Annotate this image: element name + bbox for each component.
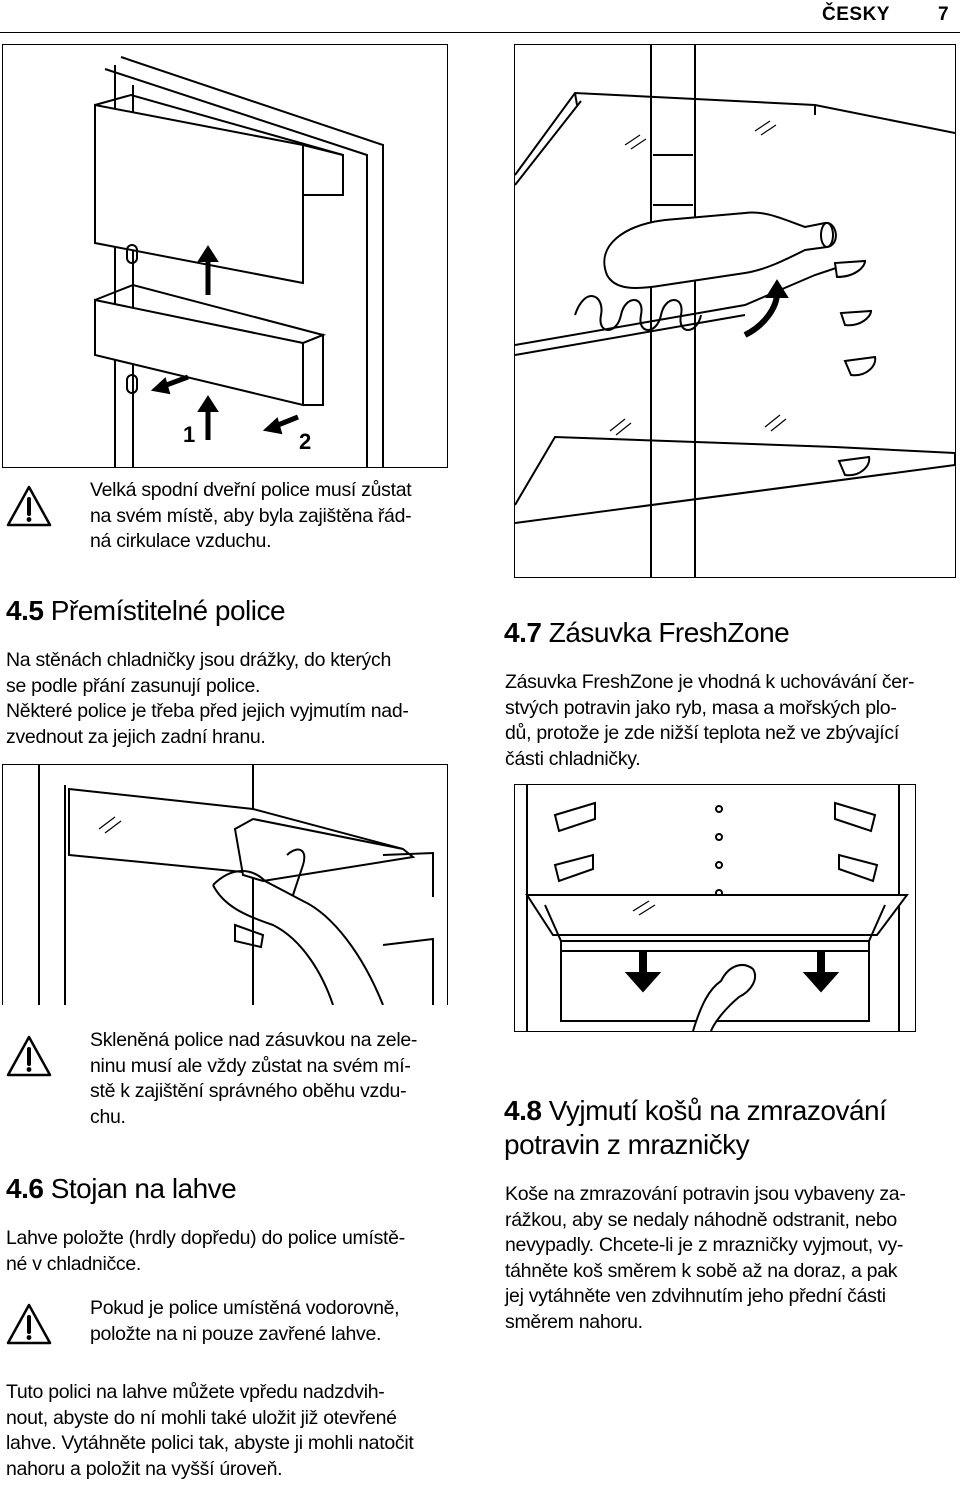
- section-number: 4.7: [504, 617, 542, 648]
- section-title: Vyjmutí košů na zmrazování: [541, 1095, 887, 1126]
- warning-door-shelf-text: Velká spodní dveřní police musí zůstat n…: [90, 478, 460, 555]
- warning-icon: [6, 1303, 52, 1345]
- figure-label-1: 1: [183, 422, 196, 447]
- text-line: Lahve položte (hrdly dopředu) do police …: [6, 1227, 405, 1249]
- text-line: chu.: [90, 1105, 126, 1128]
- door-shelf-figure: 1 2: [2, 44, 448, 468]
- text-line: Velká spodní dveřní police musí zůstat: [90, 479, 412, 501]
- text-line: jej vytáhněte ven zdvihnutím jeho přední…: [505, 1285, 886, 1307]
- text-line: nout, abyste do ní mohli také uložit již…: [6, 1406, 397, 1429]
- warning-icon: [6, 485, 52, 527]
- text-line: se podle přání zasunují police.: [6, 674, 261, 697]
- text-line: Skleněná police nad zásuvkou na zele-: [90, 1029, 418, 1051]
- section-number: 4.8: [504, 1095, 542, 1126]
- bottle-rack-figure: [514, 44, 956, 578]
- text-line: stě k zajištění správného oběhu vzdu-: [90, 1080, 407, 1102]
- text-line: rážkou, aby se nedaly náhodně odstranit,…: [505, 1208, 897, 1231]
- bottle-note: Tuto polici na lahve můžete vpředu nadzd…: [6, 1380, 466, 1482]
- freshzone-drawer-figure: [514, 784, 916, 1032]
- text-line: nahoru a položit na vyšší úroveň.: [6, 1457, 283, 1480]
- text-line: zvednout za jejich zadní hranu.: [6, 725, 266, 748]
- section-4-7-body: Zásuvka FreshZone je vhodná k uchovávání…: [505, 670, 957, 772]
- section-heading-4-7: 4.7 Zásuvka FreshZone: [504, 616, 790, 650]
- text-line: ninu musí ale vždy zůstat na svém mí-: [90, 1054, 411, 1077]
- header-divider: [0, 32, 960, 33]
- section-title: Stojan na lahve: [43, 1173, 237, 1204]
- page-number: 7: [938, 4, 949, 25]
- warning-icon: [6, 1035, 52, 1077]
- text-line: dů, protože je zde nižší teplota než ve …: [505, 722, 899, 744]
- section-heading-4-5: 4.5 Přemístitelné police: [6, 594, 286, 628]
- section-heading-4-6: 4.6 Stojan na lahve: [6, 1172, 237, 1206]
- text-line: né v chladničce.: [6, 1252, 142, 1275]
- text-line: položte na ni pouze zavřené lahve.: [90, 1322, 382, 1345]
- section-title: Zásuvka FreshZone: [541, 617, 790, 648]
- text-line: ná cirkulace vzduchu.: [90, 530, 272, 552]
- text-line: lahve. Vytáhněte polici tak, abyste ji m…: [6, 1432, 414, 1454]
- text-line: Na stěnách chladničky jsou drážky, do kt…: [6, 649, 391, 671]
- section-title: Přemístitelné police: [43, 595, 286, 626]
- text-line: na svém místě, aby byla zajištěna řád-: [90, 504, 412, 527]
- section-number: 4.6: [6, 1173, 44, 1204]
- text-line: Pokud je police umístěná vodorovně,: [90, 1297, 400, 1319]
- text-line: nevypadly. Chcete-li je z mrazničky vyjm…: [505, 1234, 904, 1256]
- text-line: Některé police je třeba před jejich vyjm…: [6, 700, 409, 722]
- section-4-6-body: Lahve položte (hrdly dopředu) do police …: [6, 1226, 456, 1277]
- glass-shelf-figure: [2, 764, 448, 1005]
- warning-bottle-text: Pokud je police umístěná vodorovně, polo…: [90, 1296, 460, 1347]
- heading-line: potravin z mrazničky: [504, 1129, 750, 1160]
- text-line: Koše na zmrazování potravin jsou vybaven…: [505, 1183, 906, 1205]
- text-line: Zásuvka FreshZone je vhodná k uchovávání…: [505, 671, 915, 693]
- text-line: stvých potravin jako ryb, masa a mořskýc…: [505, 696, 897, 719]
- figure-label-2: 2: [299, 429, 312, 454]
- warning-glass-shelf-text: Skleněná police nad zásuvkou na zele- ni…: [90, 1028, 460, 1130]
- text-line: táhněte koš směrem k sobě až na doraz, a…: [505, 1259, 898, 1282]
- text-line: části chladničky.: [505, 747, 641, 770]
- text-line: směrem nahoru.: [505, 1310, 643, 1333]
- heading-line: 4.8 Vyjmutí košů na zmrazování: [504, 1094, 887, 1128]
- section-4-8-body: Koše na zmrazování potravin jsou vybaven…: [505, 1182, 957, 1335]
- section-number: 4.5: [6, 595, 44, 626]
- text-line: Tuto polici na lahve můžete vpředu nadzd…: [6, 1381, 385, 1403]
- section-heading-4-8: 4.8 Vyjmutí košů na zmrazování potravin …: [504, 1094, 887, 1162]
- section-4-5-body: Na stěnách chladničky jsou drážky, do kt…: [6, 648, 456, 750]
- language-label: ČESKY: [822, 4, 890, 25]
